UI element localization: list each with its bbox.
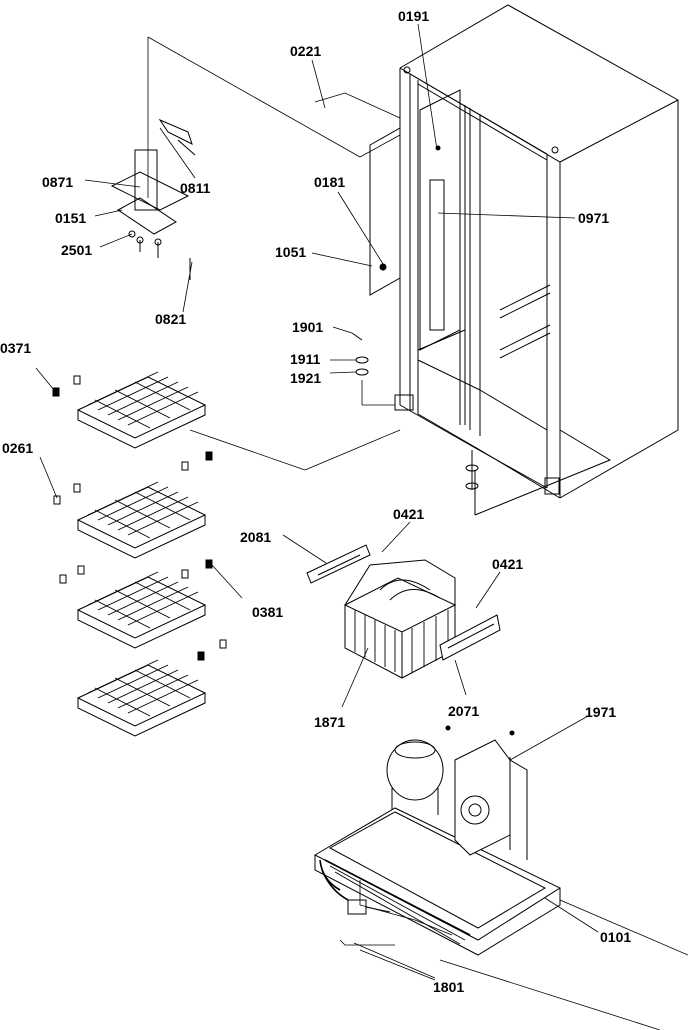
refrigerator-cabinet [394, 4, 679, 516]
label-1901: 1901 [292, 319, 323, 335]
label-0371: 0371 [0, 340, 31, 356]
label-1921: 1921 [290, 370, 321, 386]
label-0381: 0381 [252, 604, 283, 620]
shelf-1 [52, 371, 213, 471]
frame-outline [147, 36, 401, 471]
label-0971: 0971 [578, 210, 609, 226]
label-0151: 0151 [55, 210, 86, 226]
shelf-2 [53, 481, 213, 579]
machine-compartment [313, 725, 688, 1030]
label-0821: 0821 [155, 311, 186, 327]
label-1971: 1971 [585, 704, 616, 720]
label-0101: 0101 [600, 929, 631, 945]
label-0221: 0221 [290, 43, 321, 59]
label-2081: 2081 [240, 529, 271, 545]
label-2501: 2501 [61, 242, 92, 258]
label-1871: 1871 [314, 714, 345, 730]
light-assembly [110, 118, 196, 280]
label-0871: 0871 [42, 174, 73, 190]
shelf-4 [76, 659, 207, 737]
label-0181: 0181 [314, 174, 345, 190]
label-2071: 2071 [448, 703, 479, 719]
label-0261: 0261 [2, 440, 33, 456]
label-0191: 0191 [398, 8, 429, 24]
label-0421-top: 0421 [393, 506, 424, 522]
label-1911: 1911 [290, 351, 321, 367]
shelf-3 [59, 565, 227, 661]
wire-shelves [52, 371, 227, 737]
label-0421-right: 0421 [492, 556, 523, 572]
label-0811: 0811 [180, 180, 211, 196]
label-1051: 1051 [275, 244, 306, 260]
wire-basket [306, 544, 501, 679]
label-1801: 1801 [433, 979, 464, 995]
part-number-labels: 0191 0221 0871 0811 0181 0971 0151 2501 … [0, 8, 631, 995]
hinge-parts [351, 332, 479, 490]
leader-lines [35, 23, 599, 981]
evaporator-cover-panel [369, 89, 461, 351]
